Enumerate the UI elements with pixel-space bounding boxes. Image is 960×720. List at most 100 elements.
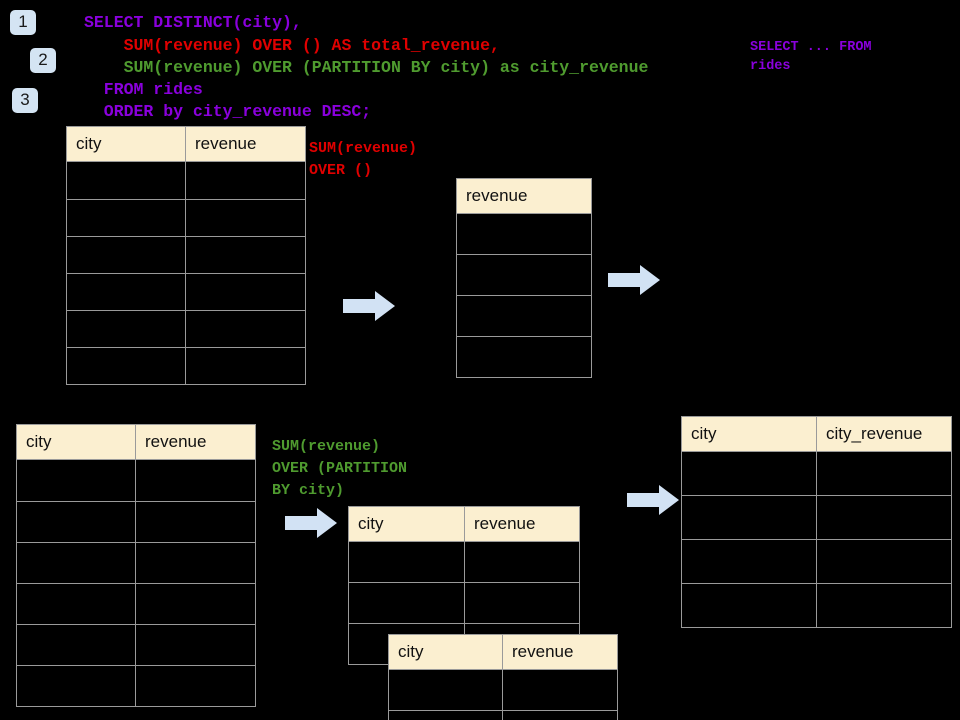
table-final-result: city city_revenue — [681, 416, 952, 628]
table-row — [16, 665, 256, 707]
cell-revenue — [464, 582, 580, 624]
arrow-source-to-partition-icon — [285, 508, 337, 538]
column-header-city: city — [388, 634, 503, 670]
column-header-revenue: revenue — [456, 178, 592, 214]
table-row — [348, 582, 580, 624]
cell-city-revenue — [816, 495, 952, 540]
cell-city — [16, 542, 136, 584]
cell-revenue — [502, 710, 618, 720]
cell-city — [16, 459, 136, 502]
cell-city — [66, 310, 186, 348]
table-row — [16, 501, 256, 543]
table-header-row: city revenue — [388, 634, 618, 670]
cell-city — [388, 669, 503, 711]
annotation-total-revenue-line-1: SUM(revenue) — [309, 140, 418, 157]
column-header-city: city — [348, 506, 465, 542]
cell-revenue — [185, 347, 306, 385]
table-header-row: city city_revenue — [681, 416, 952, 452]
table-rides-source-top: city revenue — [66, 126, 306, 385]
cell-city — [681, 539, 817, 584]
column-header-revenue: revenue — [502, 634, 618, 670]
column-header-revenue: revenue — [464, 506, 580, 542]
table-row — [681, 495, 952, 540]
cell-city-revenue — [816, 451, 952, 496]
cell-revenue — [135, 501, 256, 543]
cell-revenue — [135, 583, 256, 625]
column-header-revenue: revenue — [135, 424, 256, 460]
cell-city — [348, 541, 465, 583]
cell-revenue — [502, 669, 618, 711]
sql-line-total-revenue: SUM(revenue) OVER () AS total_revenue, — [84, 36, 500, 55]
cell-revenue — [185, 310, 306, 348]
table-total-revenue-result: revenue — [456, 178, 592, 378]
cell-revenue — [464, 541, 580, 583]
annotation-total-revenue-line-2: OVER () — [309, 162, 373, 179]
table-row — [66, 199, 306, 237]
arrow-source-to-total-icon — [343, 291, 395, 321]
table-row — [681, 451, 952, 496]
cell-city — [681, 495, 817, 540]
table-header-row: city revenue — [66, 126, 306, 162]
table-row — [16, 583, 256, 625]
table-row — [16, 542, 256, 584]
annotation-city-revenue-line-2: OVER (PARTITION — [272, 460, 408, 477]
table-row — [66, 161, 306, 200]
table-row — [456, 254, 592, 296]
sql-line-city-revenue: SUM(revenue) OVER (PARTITION BY city) as… — [84, 58, 649, 77]
cell-revenue — [135, 459, 256, 502]
cell-city — [16, 624, 136, 666]
column-header-city: city — [681, 416, 817, 452]
cell-revenue — [185, 236, 306, 274]
table-row — [16, 624, 256, 666]
sql-line-select-distinct: SELECT DISTINCT(city), — [84, 13, 302, 32]
table-row — [388, 710, 618, 720]
cell-city — [16, 583, 136, 625]
cell-city — [16, 501, 136, 543]
cell-revenue — [456, 336, 592, 378]
sql-line-order-by: ORDER by city_revenue DESC; — [84, 102, 372, 121]
table-partition-group-front: city revenue — [388, 634, 618, 720]
table-row — [456, 213, 592, 255]
cell-revenue — [135, 542, 256, 584]
table-rides-source-bottom: city revenue — [16, 424, 256, 707]
annotation-city-revenue-line-3: BY city) — [272, 482, 345, 499]
cell-revenue — [135, 624, 256, 666]
cell-city — [388, 710, 503, 720]
column-header-revenue: revenue — [185, 126, 306, 162]
cell-revenue — [456, 213, 592, 255]
cell-city-revenue — [816, 539, 952, 584]
cell-city — [66, 236, 186, 274]
cell-city — [66, 199, 186, 237]
annotation-city-revenue-line-1: SUM(revenue) — [272, 438, 381, 455]
step-badge-1: 1 — [10, 10, 36, 35]
cell-revenue — [456, 254, 592, 296]
table-row — [456, 336, 592, 378]
cell-city — [66, 273, 186, 311]
step-badge-2: 2 — [30, 48, 56, 73]
arrow-partition-to-final-icon — [627, 485, 679, 515]
side-note-line-1: SELECT ... FROM — [750, 40, 872, 55]
table-header-row: revenue — [456, 178, 592, 214]
cell-city — [681, 583, 817, 628]
cell-revenue — [456, 295, 592, 337]
cell-revenue — [185, 199, 306, 237]
step-badge-3: 3 — [12, 88, 38, 113]
table-row — [681, 539, 952, 584]
table-row — [456, 295, 592, 337]
table-row — [66, 310, 306, 348]
table-header-row: city revenue — [16, 424, 256, 460]
cell-city — [681, 451, 817, 496]
sql-line-from: FROM rides — [84, 80, 203, 99]
cell-city — [66, 161, 186, 200]
column-header-city-revenue: city_revenue — [816, 416, 952, 452]
table-row — [66, 273, 306, 311]
side-note-line-2: rides — [750, 59, 791, 74]
cell-city-revenue — [816, 583, 952, 628]
table-row — [348, 541, 580, 583]
cell-revenue — [185, 161, 306, 200]
cell-city — [348, 582, 465, 624]
cell-city — [16, 665, 136, 707]
table-row — [388, 669, 618, 711]
table-row — [66, 347, 306, 385]
table-row — [681, 583, 952, 628]
